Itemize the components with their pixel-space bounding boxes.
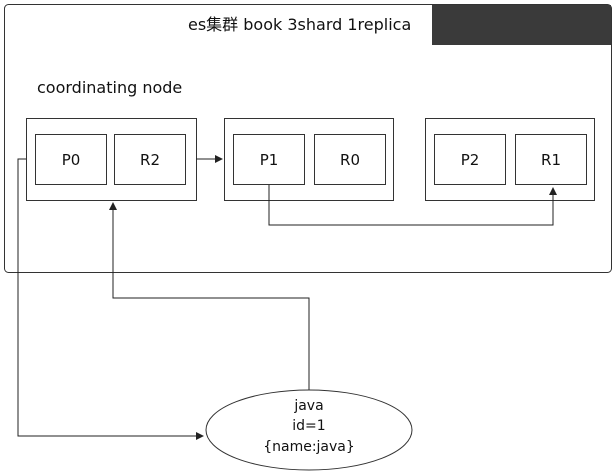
shard-r1: R1 (541, 151, 561, 169)
document-line-1: java (293, 398, 323, 414)
shard-r0: R0 (340, 151, 360, 169)
request-arrow (17, 158, 204, 440)
shard-box-r2 (114, 134, 186, 185)
shard-box-p1 (233, 134, 305, 185)
shard-r2: R2 (140, 151, 160, 169)
shard-p0: P0 (62, 151, 81, 169)
cluster-box (4, 4, 612, 273)
shard-box-r0 (314, 134, 386, 185)
response-arrow (109, 202, 310, 398)
coordinating-node-label: coordinating node (37, 78, 182, 97)
node-2: P1 R0 (224, 118, 394, 201)
replicate-arrow (268, 185, 557, 226)
shard-box-p2 (434, 134, 506, 185)
shard-box-r1 (515, 134, 587, 185)
node-box (224, 118, 394, 201)
cluster-title: es集群 book 3shard 1replica (188, 15, 411, 34)
node-box (26, 118, 197, 201)
document-line-3: {name:java} (263, 439, 355, 455)
shard-box-p0 (35, 134, 107, 185)
shard-p2: P2 (461, 151, 480, 169)
shard-p1: P1 (260, 151, 279, 169)
document-line-2: id=1 (292, 418, 325, 434)
node-box (425, 118, 595, 201)
node-3: P2 R1 (425, 118, 595, 201)
document-node: java id=1 {name:java} (205, 389, 413, 471)
redacted-block (432, 5, 611, 45)
document-ellipse (205, 389, 413, 471)
node-1: P0 R2 (26, 118, 197, 201)
